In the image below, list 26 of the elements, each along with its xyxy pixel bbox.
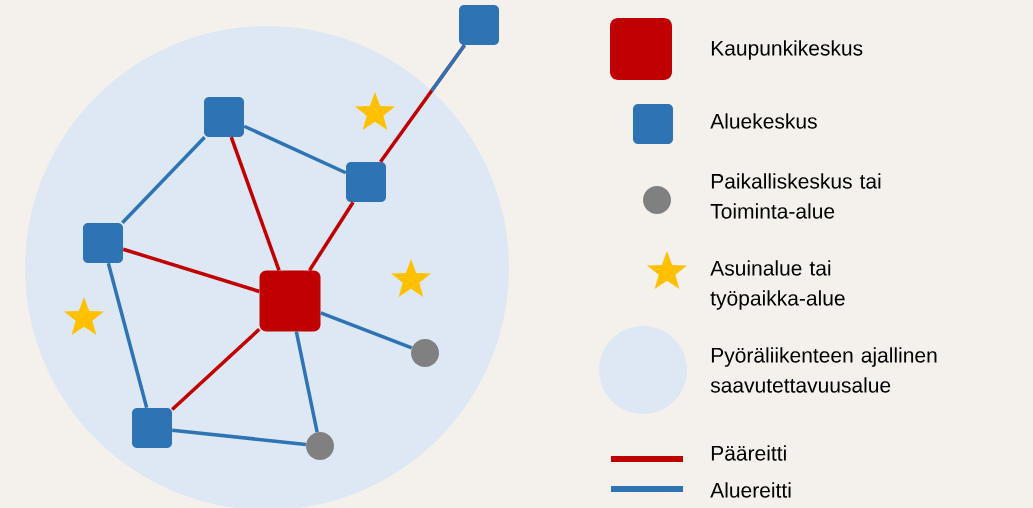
route-line [106, 262, 149, 409]
legend-label: Aluereitti [710, 482, 791, 498]
square-marker [204, 97, 244, 137]
legend-label: Paikalliskeskus tai Toiminta-alue [710, 173, 881, 219]
square-marker [459, 5, 499, 45]
route-line [243, 124, 347, 175]
square-marker [259, 270, 321, 332]
route-line [379, 44, 466, 163]
square-marker [132, 408, 172, 448]
legend-label: Pääreitti [711, 445, 786, 461]
route-line [122, 247, 260, 294]
route-line [229, 136, 281, 271]
legend-label: Kaupunkikeskus [711, 40, 863, 60]
circle-marker [411, 339, 439, 367]
square-marker [83, 223, 123, 263]
square-marker [346, 162, 386, 202]
legend-label: Pyöräliikenteen ajallinen saavutettavuusalue [710, 347, 937, 393]
circle-marker [306, 432, 334, 460]
route-line [172, 428, 307, 447]
legend-label: Aluekeskus [710, 113, 817, 129]
route-line [121, 136, 206, 224]
legend-label: Asuinalue tai työpaikka-alue [710, 260, 845, 310]
route-line [171, 327, 261, 411]
route-line [320, 311, 413, 350]
route-line [308, 201, 355, 272]
route-line [294, 331, 319, 433]
